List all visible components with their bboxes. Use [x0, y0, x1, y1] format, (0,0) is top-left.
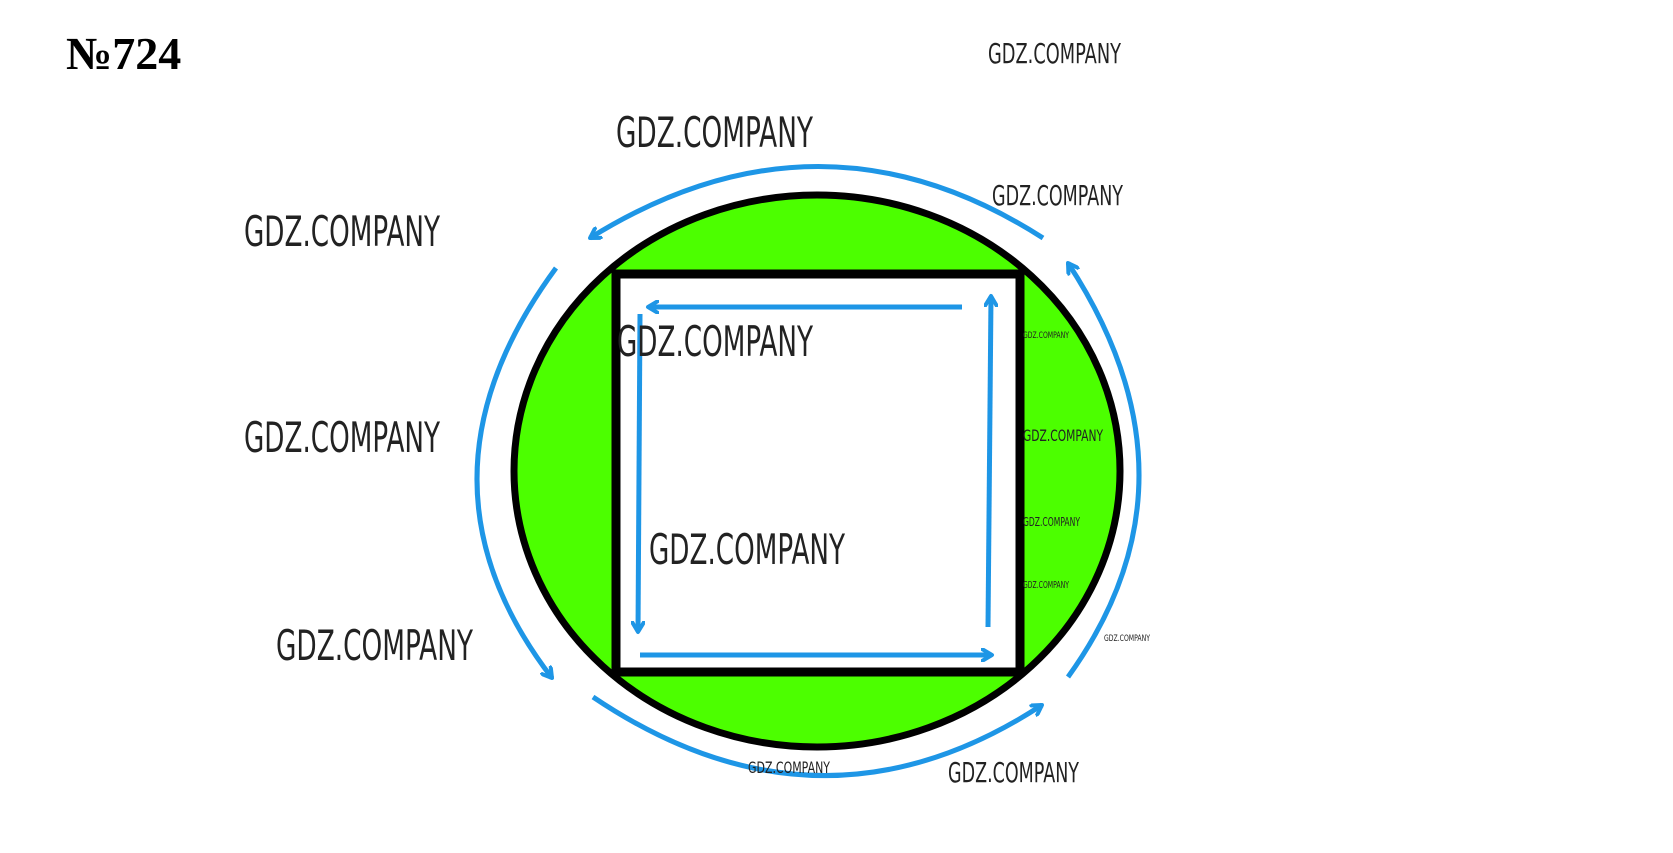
inner-arrow-right — [988, 296, 991, 628]
watermark-text: GDZ.COMPANY — [1023, 580, 1070, 591]
watermark-text: GDZ.COMPANY — [948, 756, 1080, 789]
problem-number: №724 — [66, 28, 182, 79]
watermark-text: GDZ.COMPANY — [244, 413, 440, 462]
watermark-text: GDZ.COMPANY — [1023, 426, 1103, 445]
watermark-text: GDZ.COMPANY — [1023, 515, 1080, 529]
watermark-text: GDZ.COMPANY — [988, 37, 1122, 70]
watermark-text: GDZ.COMPANY — [276, 621, 473, 670]
watermark-text: GDZ.COMPANY — [244, 207, 440, 256]
outer-arrow-right — [1065, 263, 1142, 679]
outer-arrow-left — [474, 266, 559, 678]
watermark-text: GDZ.COMPANY — [616, 108, 813, 157]
watermark-text: GDZ.COMPANY — [748, 758, 830, 777]
outer-arrow-top — [590, 164, 1045, 241]
outer-arrow-bottom — [591, 694, 1042, 779]
watermark-text: GDZ.COMPANY — [1104, 634, 1150, 644]
watermark-text: GDZ.COMPANY — [1023, 331, 1069, 341]
inscribed-square — [611, 269, 1025, 677]
watermark-text: GDZ.COMPANY — [992, 179, 1124, 212]
watermark-text: GDZ.COMPANY — [617, 317, 813, 366]
inner-arrow-left — [638, 313, 640, 632]
watermark-text: GDZ.COMPANY — [649, 525, 845, 574]
